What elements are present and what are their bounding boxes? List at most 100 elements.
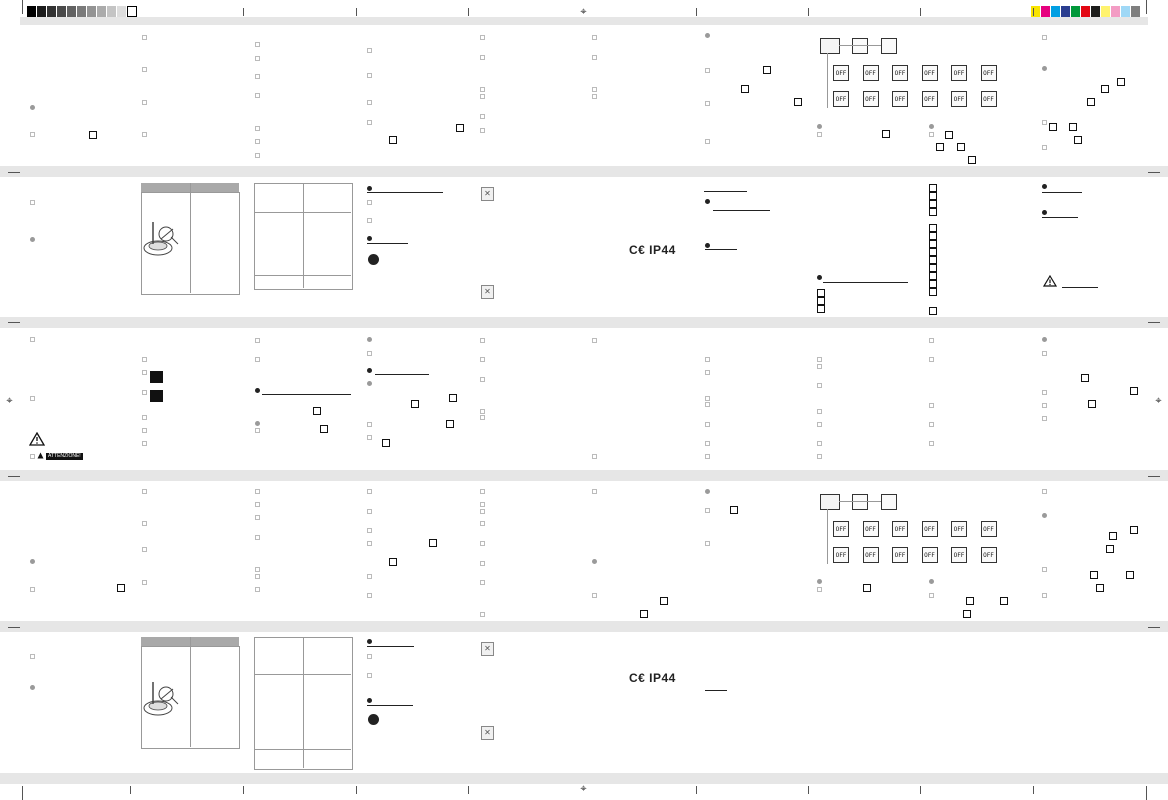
table-divider (303, 183, 304, 288)
table-divider (254, 275, 351, 276)
lcd-off-label: OFF (894, 70, 906, 77)
text-marker (592, 87, 597, 92)
text-marker (255, 338, 260, 343)
crop-mark (1148, 172, 1160, 173)
text-marker (255, 93, 260, 98)
text-marker (30, 337, 35, 342)
crop-mark (356, 786, 357, 794)
text-marker (817, 454, 822, 459)
lcd-off-label: OFF (983, 70, 994, 77)
lcd-off-label: OFF (924, 96, 935, 103)
text-marker (480, 415, 485, 420)
text-marker (705, 541, 710, 546)
recycle-icon (368, 254, 379, 265)
text-marker (255, 153, 260, 158)
text-marker (480, 87, 485, 92)
color-swatch (1121, 6, 1130, 17)
reference-box (963, 610, 971, 618)
text-marker (592, 454, 597, 459)
heading-rule (367, 243, 408, 244)
section-bullet (367, 186, 372, 191)
text-marker (367, 48, 372, 53)
diagram-connector (839, 45, 881, 46)
separator-band (0, 166, 1168, 177)
crop-mark (8, 627, 20, 628)
crop-mark (696, 786, 697, 794)
crop-mark (468, 786, 469, 794)
text-marker (142, 390, 147, 395)
reference-box (1130, 387, 1138, 395)
lcd-off-display: OFF (980, 91, 997, 107)
color-swatch (37, 6, 46, 17)
text-marker (480, 509, 485, 514)
text-marker (142, 415, 147, 420)
reference-box (446, 420, 454, 428)
reference-box (1090, 571, 1098, 579)
color-swatch (97, 6, 106, 17)
text-marker (255, 428, 260, 433)
section-bullet (817, 579, 822, 584)
reference-box (929, 256, 937, 264)
crosshair-icon: ⌖ (580, 5, 587, 18)
heading-rule (262, 394, 351, 395)
lcd-off-label: OFF (924, 70, 935, 77)
heading-rule (367, 646, 414, 647)
text-marker (592, 593, 597, 598)
heading-rule (1062, 287, 1098, 288)
reference-box (929, 240, 937, 248)
text-marker (142, 357, 147, 362)
text-marker (30, 654, 35, 659)
text-marker (705, 68, 710, 73)
color-swatch (77, 6, 86, 17)
text-marker (817, 132, 822, 137)
section-bullet (367, 698, 372, 703)
reference-box (929, 272, 937, 280)
lcd-off-label: OFF (983, 526, 994, 533)
text-marker (1042, 593, 1047, 598)
warning-triangle-icon (37, 452, 44, 459)
crop-mark (1148, 476, 1160, 477)
text-marker (142, 489, 147, 494)
reference-box (863, 584, 871, 592)
text-marker (705, 402, 710, 407)
crop-mark (920, 8, 921, 16)
reference-box (1087, 98, 1095, 106)
color-swatch (1051, 6, 1060, 17)
text-marker (142, 370, 147, 375)
text-marker (255, 139, 260, 144)
text-marker (592, 55, 597, 60)
color-swatch (1071, 6, 1080, 17)
reference-box (1117, 78, 1125, 86)
reference-box (1130, 526, 1138, 534)
text-marker (367, 120, 372, 125)
lcd-off-display: OFF (862, 91, 879, 107)
separator-band (0, 621, 1168, 632)
crop-mark (8, 322, 20, 323)
text-marker (1042, 35, 1047, 40)
section-bullet (367, 381, 372, 386)
crop-mark (1146, 0, 1147, 14)
crop-mark (1148, 627, 1160, 628)
color-swatch (1131, 6, 1140, 17)
text-marker (367, 200, 372, 205)
reference-box (1000, 597, 1008, 605)
separator-band (0, 317, 1168, 328)
text-marker (142, 441, 147, 446)
section-bullet (30, 237, 35, 242)
reference-box (382, 439, 390, 447)
lcd-off-display: OFF (980, 521, 997, 537)
crop-mark (243, 8, 244, 16)
text-marker (367, 100, 372, 105)
text-marker (142, 35, 147, 40)
text-marker (480, 35, 485, 40)
table-divider (254, 749, 351, 750)
section-bullet (705, 199, 710, 204)
diagram-connector (839, 501, 881, 502)
crop-mark (468, 8, 469, 16)
reference-box (966, 597, 974, 605)
reference-box (640, 610, 648, 618)
crop-mark (808, 8, 809, 16)
text-marker (30, 587, 35, 592)
table-divider (190, 183, 191, 293)
text-marker (817, 409, 822, 414)
